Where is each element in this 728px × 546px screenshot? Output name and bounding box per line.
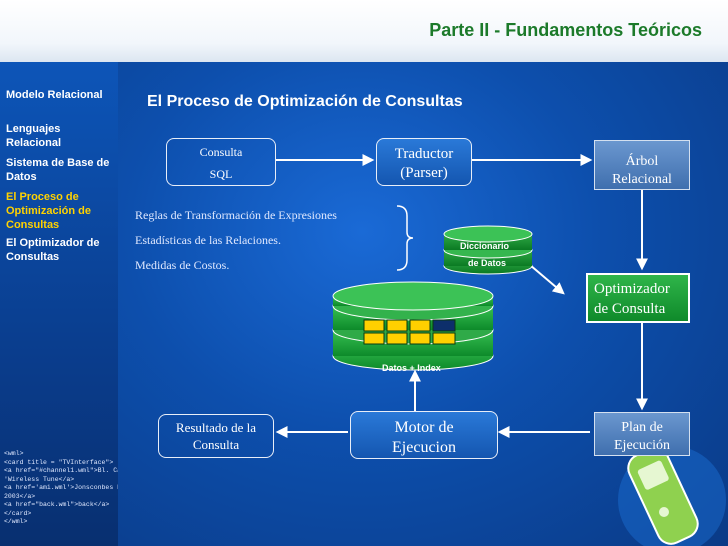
optimizador-box: Optimizador de Consulta — [586, 273, 690, 323]
optimizador-line2: de Consulta — [594, 301, 666, 317]
code-line: <a href="back.wml">back</a> — [4, 501, 110, 508]
arbol-line1: Árbol — [625, 154, 659, 169]
code-line: <a href="#channel1.wml">Bl. Caro. 'Wirel… — [4, 467, 133, 483]
sidebar — [0, 62, 118, 546]
motor-ejecucion-box: Motor de Ejecucion — [350, 411, 498, 459]
sidebar-item-proceso-optimizacion[interactable]: El Proceso de Optimización de Consultas — [6, 191, 91, 231]
arbol-line2: Relacional — [612, 172, 672, 187]
traductor-line1: Traductor — [394, 146, 454, 162]
traductor-line2: (Parser) — [400, 165, 448, 181]
sidebar-item-lenguajes-relacional[interactable]: Lenguajes Relacional — [6, 123, 62, 149]
note-reglas: Reglas de Transformación de Expresiones — [135, 208, 337, 222]
code-line: </card> — [4, 509, 32, 517]
code-snippet: <wml> <card title = "TVInterface"> <a hr… — [4, 450, 164, 527]
database-icon — [332, 281, 494, 371]
consulta-sql-box: Consulta SQL — [166, 138, 276, 186]
sidebar-item-optimizador-consultas[interactable]: El Optimizador de Consultas — [6, 237, 100, 263]
consulta-line1: Consulta — [199, 145, 243, 159]
header-bar: Parte II - Fundamentos Teóricos — [0, 0, 728, 62]
database-label: Datos + Index — [382, 363, 441, 373]
code-line: </wml> — [4, 518, 28, 525]
sidebar-item-sistema-base-datos[interactable]: Sistema de Base de Datos — [6, 157, 110, 183]
header-title: Parte II - Fundamentos Teóricos — [429, 20, 702, 40]
sidebar-item-modelo-relacional[interactable]: Modelo Relacional — [6, 89, 103, 101]
code-line: <wml> — [4, 450, 24, 457]
note-estadisticas: Estadísticas de las Relaciones. — [135, 233, 281, 247]
resultado-line1: Resultado de la — [175, 420, 257, 435]
code-line: <a href='ami.wml'>Jonsconbes bodas 2003<… — [4, 484, 137, 500]
brace-icon — [396, 205, 414, 271]
consulta-line2: SQL — [209, 167, 233, 181]
motor-line1: Motor de — [394, 419, 454, 436]
arrow-diccionario-to-optimizador — [529, 264, 565, 295]
arbol-relacional-box: Árbol Relacional — [594, 140, 690, 190]
optimizador-line1: Optimizador — [594, 281, 670, 297]
plan-ejecucion-box: Plan de Ejecución — [594, 412, 690, 456]
plan-line2: Ejecución — [614, 438, 670, 453]
motor-line2: Ejecucion — [392, 439, 456, 456]
mobile-phone-icon — [618, 446, 726, 546]
plan-line1: Plan de — [621, 420, 663, 435]
diccionario-line1: Diccionario — [460, 241, 510, 251]
note-medidas: Medidas de Costos. — [135, 258, 230, 272]
code-line: <card title = "TVInterface"> — [4, 458, 114, 466]
diccionario-icon — [443, 225, 533, 275]
resultado-line2: Consulta — [192, 437, 240, 452]
resultado-consulta-box: Resultado de la Consulta — [158, 414, 274, 458]
traductor-box: Traductor (Parser) — [376, 138, 472, 186]
page-title: El Proceso de Optimización de Consultas — [147, 93, 463, 110]
index-grid-icon — [363, 319, 456, 345]
diccionario-line2: de Datos — [468, 258, 507, 268]
